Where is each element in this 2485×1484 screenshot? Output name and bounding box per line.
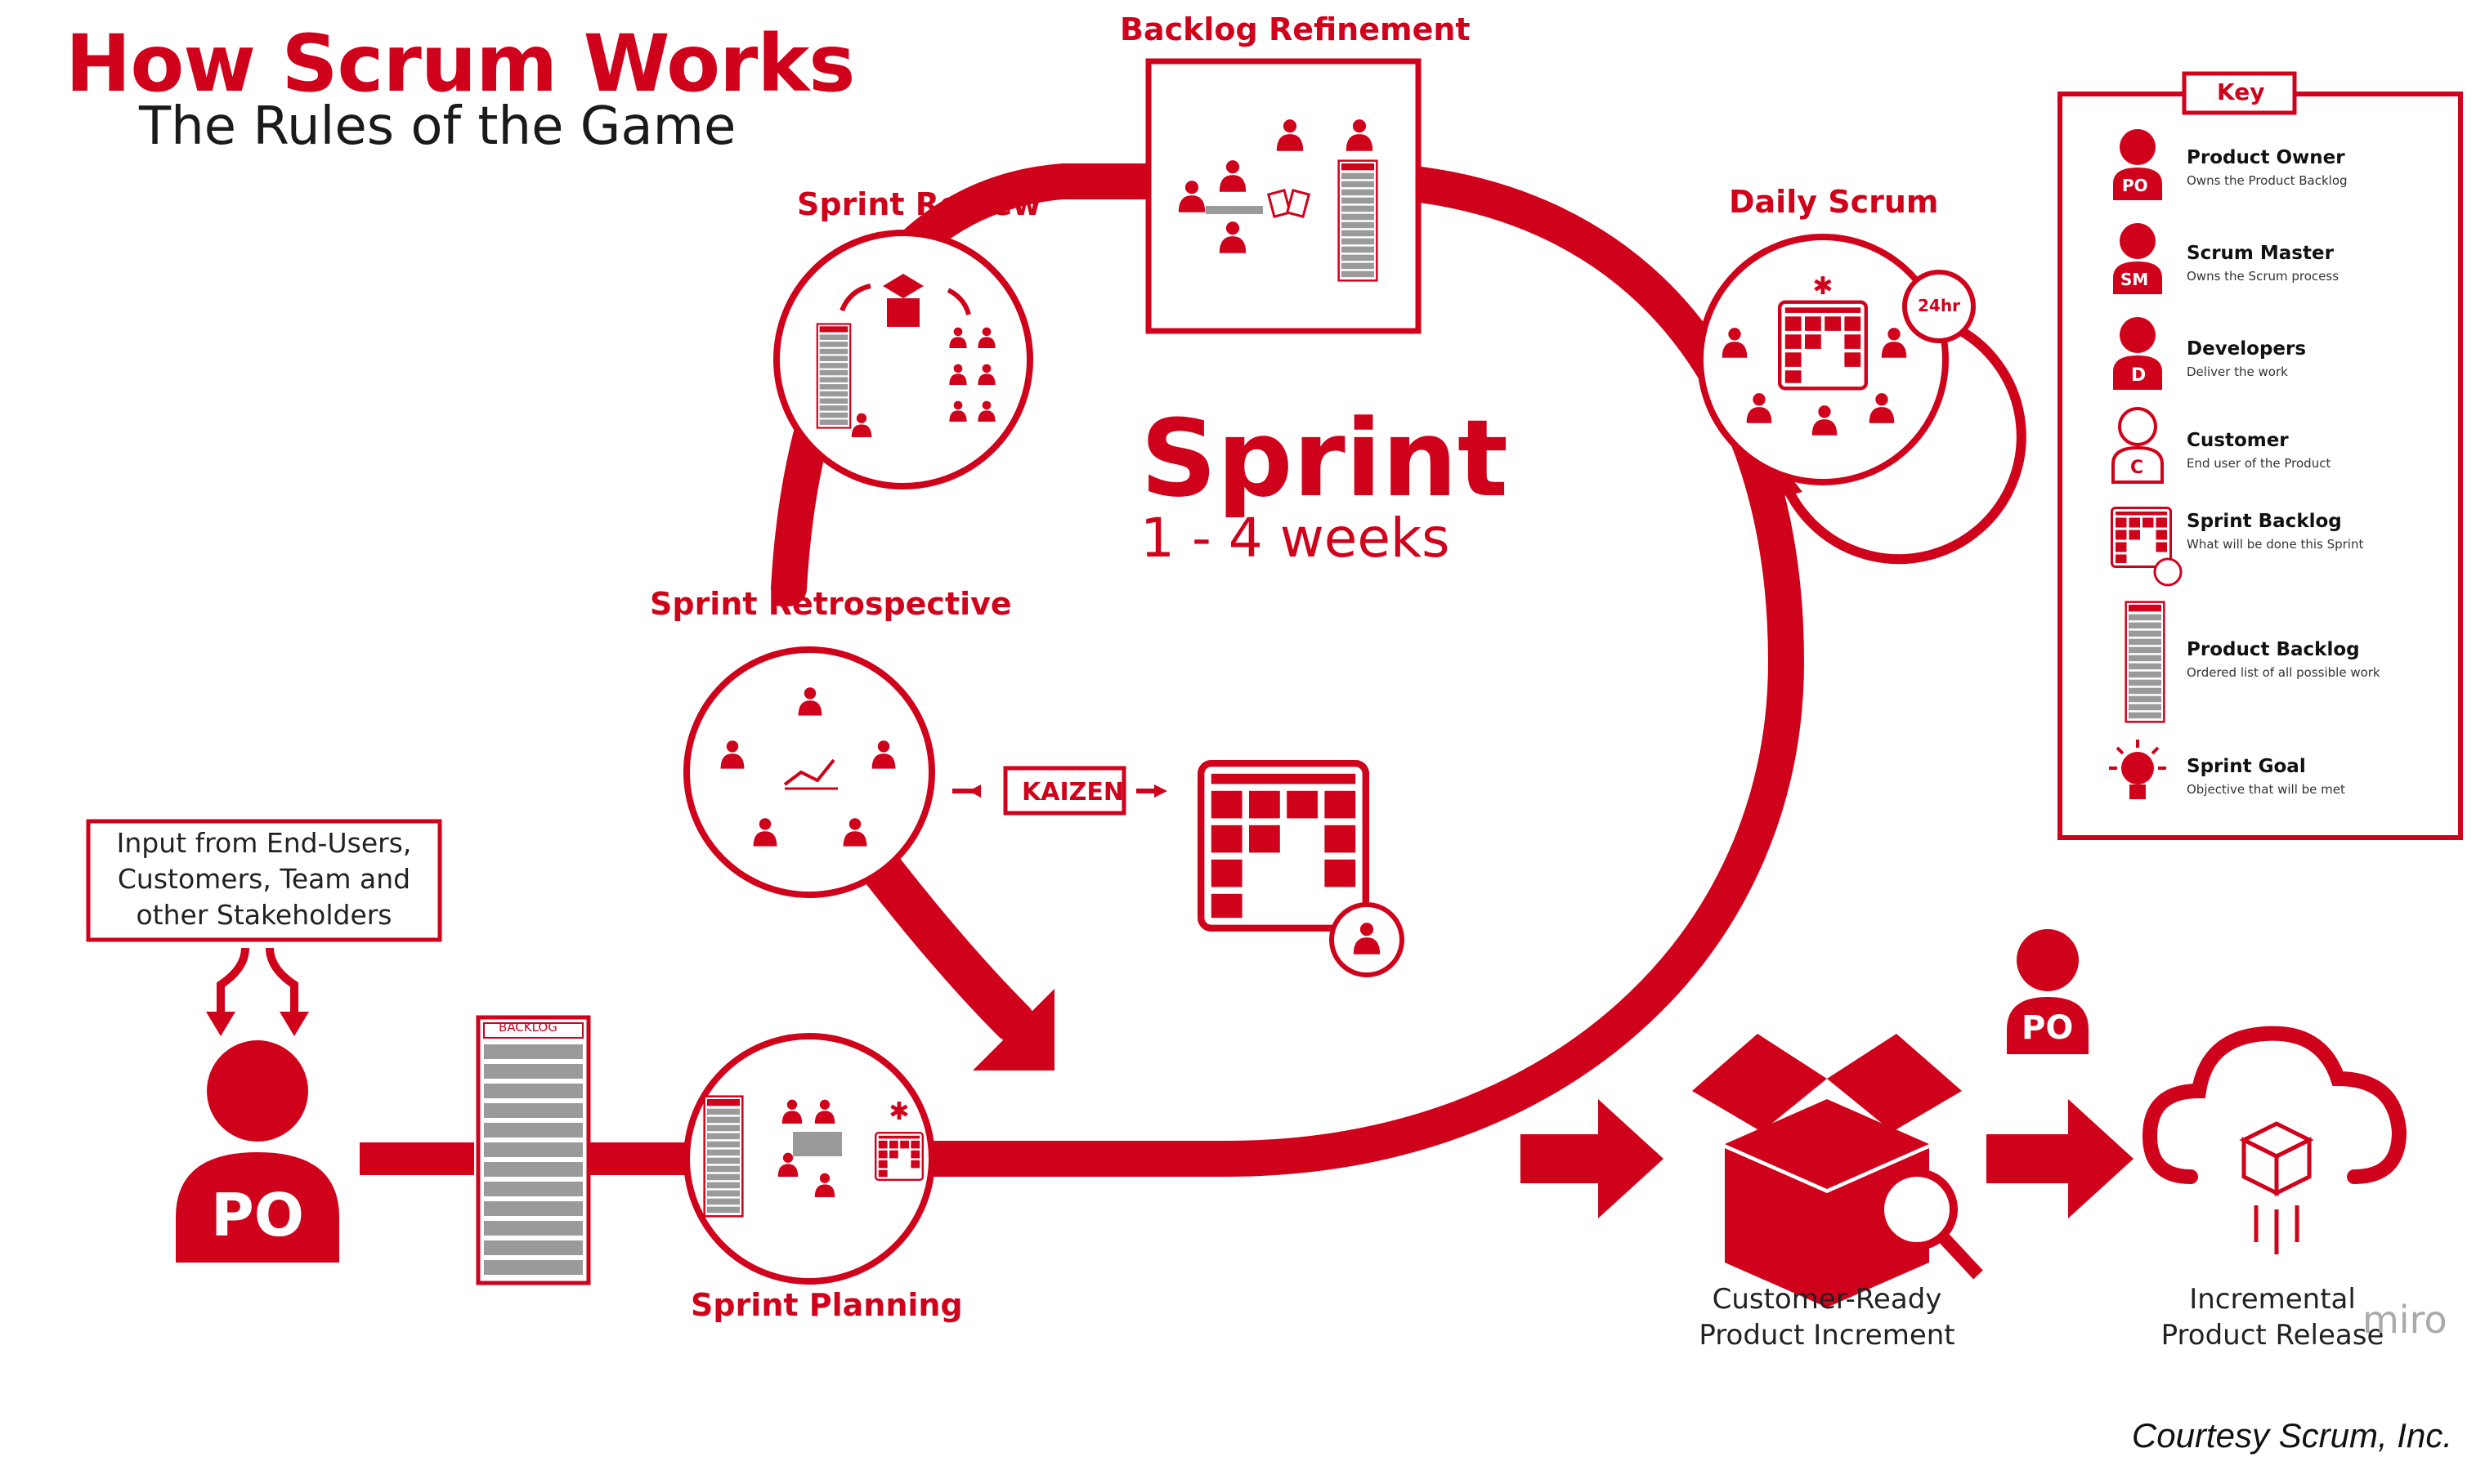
daily-scrum-label: Daily Scrum xyxy=(1729,184,1939,220)
kaizen-person-badge xyxy=(1329,902,1404,977)
sprint-retrospective-label: Sprint Retrospective xyxy=(650,586,1012,622)
backlog-refinement-label: Backlog Refinement xyxy=(1120,11,1471,47)
key-item-product-backlog: Product Backlog xyxy=(2187,639,2360,660)
sprint-review-label: Sprint Review xyxy=(797,186,1041,222)
key-badge-po: PO xyxy=(2122,176,2148,195)
developer-icon xyxy=(2113,317,2162,390)
input-box-text: Input from End-Users, Customers, Team an… xyxy=(88,825,440,933)
backlog-refinement-box xyxy=(1145,58,1422,334)
sprint-review-circle xyxy=(773,230,1033,489)
daily-scrum-circle: ✱ xyxy=(1697,234,1976,485)
svg-text:✱: ✱ xyxy=(1812,273,1833,300)
increment-caption: Customer-Ready Product Increment xyxy=(1663,1281,1990,1353)
scrum-master-icon xyxy=(2113,223,2162,294)
increment-caption-line-2: Product Increment xyxy=(1699,1319,1955,1352)
input-line-2: Customers, Team and xyxy=(117,863,411,895)
input-line-1: Input from End-Users, xyxy=(116,827,412,859)
input-box xyxy=(86,819,442,942)
key-desc-developers: Deliver the work xyxy=(2187,364,2288,379)
key-item-scrum-master: Scrum Master xyxy=(2187,243,2334,264)
sprint-planning-label: Sprint Planning xyxy=(691,1287,963,1323)
key-badge-sm: SM xyxy=(2120,270,2149,289)
sprint-retrospective-circle xyxy=(683,646,935,898)
key-title: Key xyxy=(2217,78,2265,105)
product-owner-small-icon xyxy=(2007,929,2089,1054)
kaizen-arrow-in xyxy=(969,784,981,798)
retro-to-planning-arrow xyxy=(845,829,1035,1043)
po-big-label: PO xyxy=(211,1181,304,1249)
customer-icon xyxy=(2111,407,2164,484)
key-desc-sprint-goal: Objective that will be met xyxy=(2187,782,2345,797)
key-desc-product-backlog: Ordered list of all possible work xyxy=(2187,665,2380,680)
svg-text:✱: ✱ xyxy=(889,1098,909,1125)
product-backlog-big xyxy=(476,1015,591,1285)
key-item-sprint-goal: Sprint Goal xyxy=(2187,756,2306,777)
backlog-header-label: BACKLOG xyxy=(499,1020,557,1035)
key-desc-customer: End user of the Product xyxy=(2187,456,2331,471)
retro-arrow-head xyxy=(973,989,1054,1071)
key-desc-sprint-backlog: What will be done this Sprint xyxy=(2187,537,2364,552)
release-caption: Incremental Product Release xyxy=(2117,1281,2428,1353)
key-item-product-owner: Product Owner xyxy=(2187,147,2345,168)
key-item-developers: Developers xyxy=(2187,338,2307,360)
timeline-bar-left xyxy=(360,1142,474,1175)
input-arrow-right xyxy=(266,947,298,1028)
sprint-planning-circle: ✱ xyxy=(683,1033,935,1285)
key-badge-c: C xyxy=(2130,458,2144,478)
increment-arrow xyxy=(1520,1099,1663,1218)
increment-caption-line-1: Customer-Ready xyxy=(1712,1283,1942,1316)
input-arrow-left xyxy=(217,947,249,1028)
release-caption-line-1: Incremental xyxy=(2189,1283,2356,1316)
product-owner-icon xyxy=(2113,129,2162,200)
miro-watermark: miro xyxy=(2362,1298,2447,1342)
po-small-label: PO xyxy=(2022,1009,2074,1047)
courtesy-note: Courtesy Scrum, Inc. xyxy=(2131,1416,2452,1455)
sprint-backlog-icon xyxy=(2111,506,2172,569)
key-item-sprint-backlog: Sprint Backlog xyxy=(2187,511,2342,532)
release-caption-line-2: Product Release xyxy=(2160,1319,2384,1352)
kaizen-text: KAIZEN xyxy=(1022,778,1124,807)
kaizen-box xyxy=(1003,766,1126,816)
release-arrow xyxy=(1986,1099,2134,1218)
key-panel xyxy=(2057,71,2463,840)
daily-24hr-text: 24hr xyxy=(1918,296,1960,315)
sprint-duration: 1 - 4 weeks xyxy=(1140,507,1450,570)
sprint-label: Sprint xyxy=(1140,396,1509,521)
page-title: How Scrum Works xyxy=(65,18,855,110)
product-increment-box-icon xyxy=(1692,1034,1983,1307)
key-desc-scrum-master: Owns the Scrum process xyxy=(2187,269,2339,284)
page-subtitle: The Rules of the Game xyxy=(139,96,737,157)
daily-scrum-loop-arrow xyxy=(1777,322,2026,565)
daily-24hr-badge xyxy=(1902,270,1976,343)
input-line-3: other Stakeholders xyxy=(136,899,392,931)
product-backlog-icon xyxy=(2125,601,2165,723)
product-release-cloud-icon xyxy=(2142,1026,2407,1254)
kaizen-arrow-out xyxy=(1154,784,1167,798)
sprint-goal-icon xyxy=(2109,740,2166,799)
product-owner-figure xyxy=(176,1040,339,1263)
key-item-customer: Customer xyxy=(2187,430,2289,451)
key-desc-product-owner: Owns the Product Backlog xyxy=(2187,173,2348,188)
key-badge-d: D xyxy=(2131,365,2147,386)
improved-sprint-backlog xyxy=(1201,763,1366,928)
